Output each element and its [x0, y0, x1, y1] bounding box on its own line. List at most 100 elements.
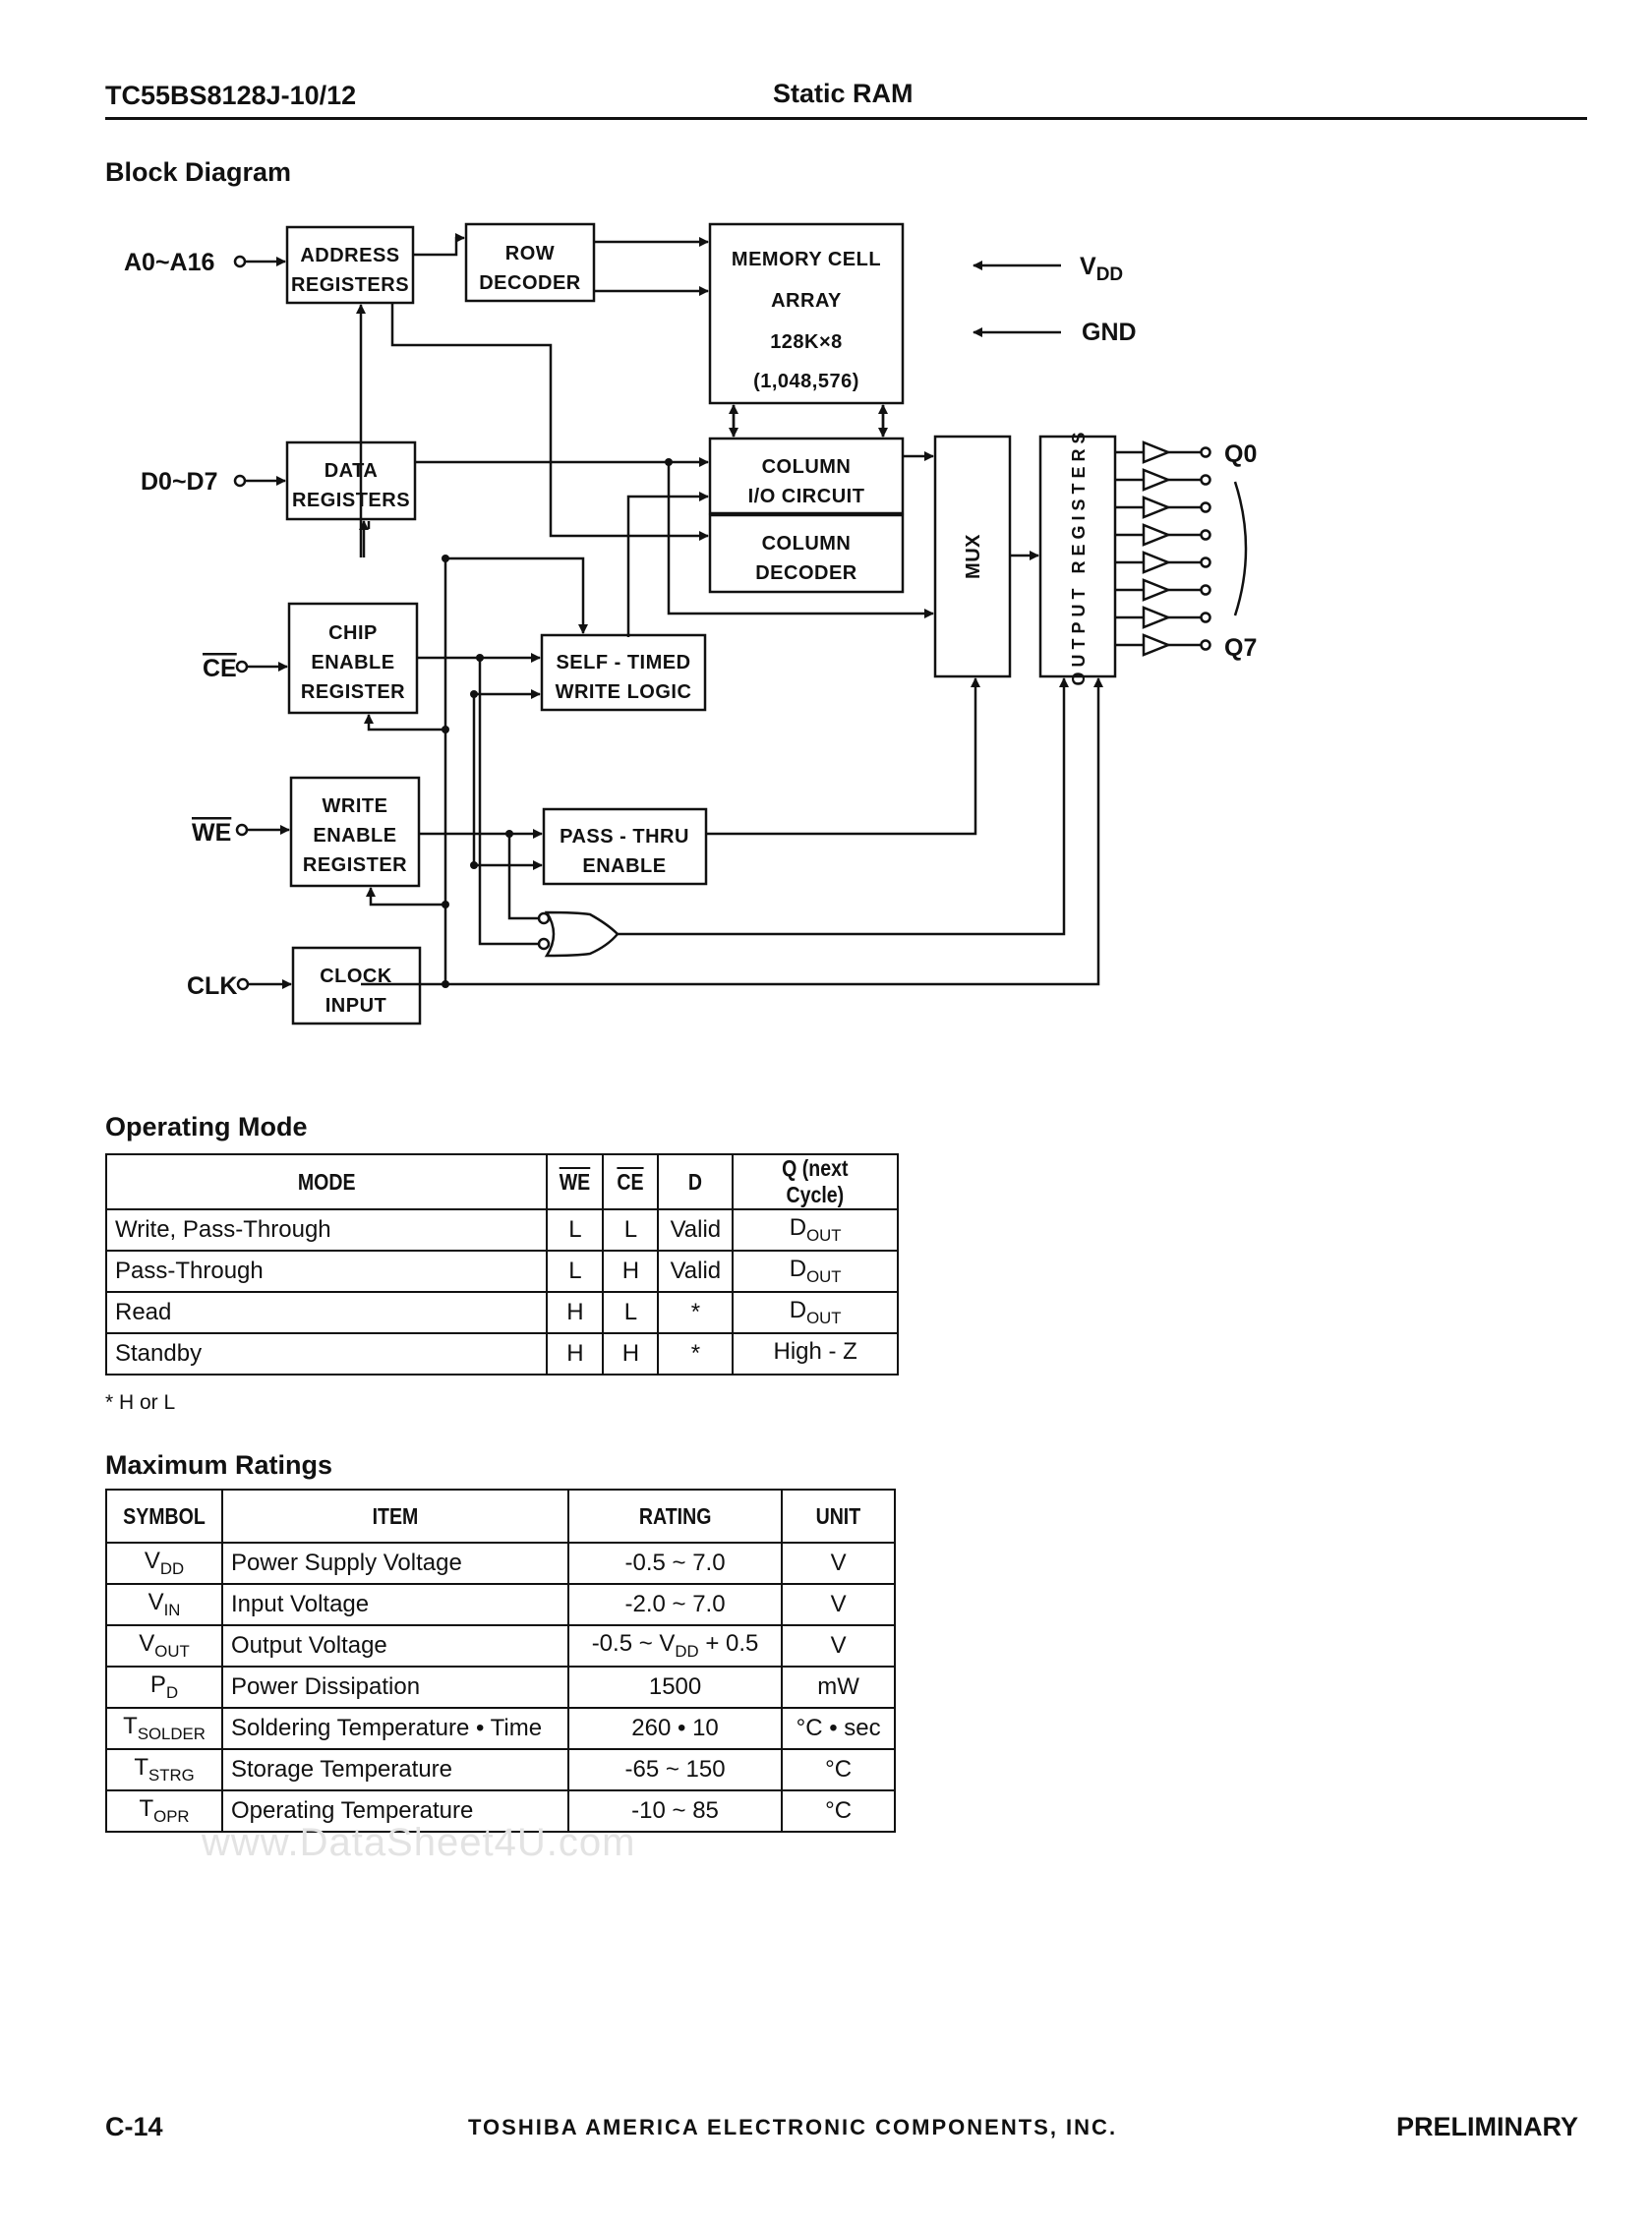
- page-number: C-14: [105, 2112, 163, 2141]
- table-row: VIN Input Voltage -2.0 ~ 7.0 V: [105, 1583, 896, 1626]
- rating-cell: -0.5 ~ 7.0: [566, 1542, 784, 1585]
- col-d: D: [663, 1153, 729, 1210]
- col-symbol: SYMBOL: [113, 1489, 214, 1544]
- unit-cell: °C • sec: [781, 1707, 896, 1750]
- item-cell: Power Dissipation: [220, 1666, 569, 1709]
- operating-mode-table: MODE WE CE D Q (next Cycle) Write, Pass-…: [104, 1153, 899, 1376]
- rating-cell: -0.5 ~ VDD + 0.5: [566, 1624, 784, 1668]
- unit-cell: V: [781, 1542, 896, 1585]
- rating-cell: -2.0 ~ 7.0: [566, 1583, 784, 1626]
- output-buffers: [1115, 440, 1248, 657]
- maximum-ratings-title: Maximum Ratings: [105, 1450, 333, 1480]
- block-diagram: ADDRESS REGISTERS ROW DECODER MEMORY CEL…: [124, 222, 1257, 1025]
- table-row: Standby H H * High - Z: [104, 1332, 899, 1376]
- memory-array-label-1: MEMORY CELL: [732, 249, 881, 270]
- col-unit: UNIT: [789, 1489, 888, 1544]
- q-cell: DOUT: [732, 1250, 899, 1293]
- row-decoder-label-2: DECODER: [479, 272, 581, 294]
- chip-enable-label-1: CHIP: [328, 622, 378, 644]
- memory-cell-array-block: [708, 222, 905, 405]
- mode-cell: Write, Pass-Through: [104, 1208, 549, 1252]
- unit-cell: °C: [781, 1748, 896, 1791]
- symbol-cell: VIN: [105, 1583, 223, 1626]
- we-cell: H: [546, 1291, 605, 1334]
- table-row: TOPR Operating Temperature -10 ~ 85 °C: [105, 1789, 896, 1833]
- mode-cell: Read: [104, 1291, 549, 1334]
- row-decoder-label-1: ROW: [505, 243, 555, 264]
- item-cell: Soldering Temperature • Time: [220, 1707, 569, 1750]
- rating-cell: -10 ~ 85: [566, 1789, 784, 1833]
- d-cell: Valid: [657, 1208, 735, 1252]
- col-mode: MODE: [138, 1153, 515, 1210]
- mode-cell: Standby: [104, 1332, 549, 1376]
- document-status: PRELIMINARY: [1396, 2112, 1579, 2141]
- block-diagram-title: Block Diagram: [105, 157, 292, 187]
- ce-cell: H: [602, 1250, 660, 1293]
- address-registers-label-1: ADDRESS: [300, 245, 399, 266]
- rating-cell: 1500: [566, 1666, 784, 1709]
- symbol-cell: TSTRG: [105, 1748, 223, 1791]
- table-row: Write, Pass-Through L L Valid DOUT: [104, 1208, 899, 1252]
- gnd-label: GND: [1082, 319, 1137, 346]
- table-row: Pass-Through L H Valid DOUT: [104, 1250, 899, 1293]
- pass-thru-label-2: ENABLE: [582, 855, 666, 877]
- item-cell: Storage Temperature: [220, 1748, 569, 1791]
- vdd-label: VDD: [1080, 253, 1123, 285]
- symbol-cell: PD: [105, 1666, 223, 1709]
- item-cell: Operating Temperature: [220, 1789, 569, 1833]
- unit-cell: V: [781, 1583, 896, 1626]
- col-item: ITEM: [247, 1489, 544, 1544]
- data-registers-label-1: DATA: [324, 460, 379, 482]
- item-cell: Power Supply Voltage: [220, 1542, 569, 1585]
- output-registers-block: [1038, 435, 1117, 678]
- col-ce: CE: [606, 1153, 656, 1210]
- col-rating: RATING: [583, 1489, 767, 1544]
- rating-cell: 260 • 10: [566, 1707, 784, 1750]
- row-decoder-block: [464, 222, 596, 303]
- pass-thru-label-1: PASS - THRU: [560, 826, 689, 848]
- data-registers-label-2: REGISTERS: [292, 490, 410, 511]
- col-we: WE: [550, 1153, 600, 1210]
- clk-input-label: CLK: [187, 972, 237, 1000]
- watermark: www.DataSheet4U.com: [202, 1821, 636, 1864]
- part-number: TC55BS8128J-10/12: [105, 81, 357, 110]
- item-cell: Output Voltage: [220, 1624, 569, 1668]
- ce-cell: L: [602, 1291, 660, 1334]
- symbol-cell: VOUT: [105, 1624, 223, 1668]
- pass-thru-enable-block: [542, 807, 708, 886]
- data-registers-block: [285, 440, 417, 521]
- table-row: PD Power Dissipation 1500 mW: [105, 1666, 896, 1709]
- address-registers-label-2: REGISTERS: [291, 274, 409, 296]
- column-decoder-block: [708, 513, 905, 594]
- table-row: VOUT Output Voltage -0.5 ~ VDD + 0.5 V: [105, 1624, 896, 1668]
- ce-cell: H: [602, 1332, 660, 1376]
- symbol-cell: VDD: [105, 1542, 223, 1585]
- self-timed-label-1: SELF - TIMED: [556, 652, 690, 673]
- item-cell: Input Voltage: [220, 1583, 569, 1626]
- memory-array-label-3: 128K×8: [770, 331, 843, 353]
- q-cell: DOUT: [732, 1291, 899, 1334]
- q0-output-label: Q0: [1224, 440, 1257, 468]
- table-row: VDD Power Supply Voltage -0.5 ~ 7.0 V: [105, 1542, 896, 1585]
- column-io-block: [708, 437, 905, 515]
- ce-cell: L: [602, 1208, 660, 1252]
- operating-mode-title: Operating Mode: [105, 1112, 308, 1142]
- d-cell: *: [657, 1291, 735, 1334]
- we-cell: L: [546, 1250, 605, 1293]
- self-timed-label-2: WRITE LOGIC: [556, 681, 692, 703]
- unit-cell: °C: [781, 1789, 896, 1833]
- maximum-ratings-header: SYMBOL ITEM RATING UNIT: [106, 1489, 895, 1544]
- q-cell: DOUT: [732, 1208, 899, 1252]
- column-decoder-label-1: COLUMN: [762, 533, 852, 555]
- memory-array-label-2: ARRAY: [771, 290, 842, 312]
- operating-mode-header: MODE WE CE D Q (next Cycle): [106, 1153, 898, 1210]
- d-cell: *: [657, 1332, 735, 1376]
- column-io-label-2: I/O CIRCUIT: [748, 486, 865, 507]
- q-cell: High - Z: [732, 1332, 899, 1376]
- table-row: TSTRG Storage Temperature -65 ~ 150 °C: [105, 1748, 896, 1791]
- symbol-cell: TOPR: [105, 1789, 223, 1833]
- column-io-label-1: COLUMN: [762, 456, 852, 478]
- d-cell: Valid: [657, 1250, 735, 1293]
- chip-enable-label-2: ENABLE: [311, 652, 394, 673]
- unit-cell: mW: [781, 1666, 896, 1709]
